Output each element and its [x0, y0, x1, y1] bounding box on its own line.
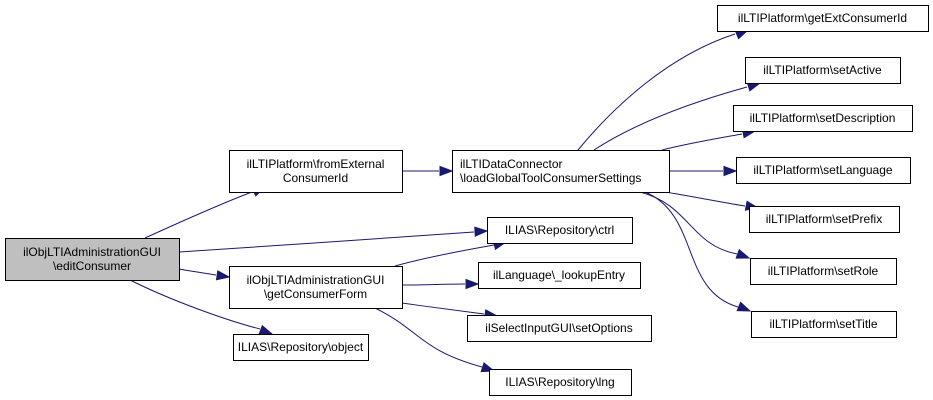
- root-node-box[interactable]: [5, 238, 180, 281]
- edge-line: [394, 244, 495, 267]
- node-box[interactable]: [229, 150, 403, 193]
- node-setTitle[interactable]: ilLTIPlatform\setTitle: [751, 311, 897, 338]
- edge-line: [374, 307, 483, 368]
- node-ctrl[interactable]: ILIAS\Repository\ctrl: [487, 217, 633, 244]
- node-box[interactable]: [487, 217, 633, 244]
- arrowhead-icon: [474, 226, 489, 237]
- edge-line: [644, 191, 739, 308]
- edge-line: [129, 279, 261, 330]
- arrowhead-icon: [439, 165, 454, 177]
- edge-loadGlobalToolConsumerSettings-to-setPrefix: [664, 191, 760, 211]
- edge-line: [664, 191, 746, 207]
- node-getExtConsumerId[interactable]: ilLTIPlatform\getExtConsumerId: [717, 5, 929, 32]
- node-label: ilLTIPlatform\setDescription: [750, 111, 896, 125]
- edge-editConsumer-to-getConsumerForm: [178, 268, 231, 281]
- node-label: ilLTIPlatform\getExtConsumerId: [738, 11, 907, 25]
- node-label: ilLTIPlatform\setLanguage: [753, 163, 893, 177]
- node-label: ilObjLTIAdministrationGUI: [23, 245, 161, 259]
- edge-loadGlobalToolConsumerSettings-to-setLanguage: [668, 165, 738, 177]
- node-getConsumerForm[interactable]: ilObjLTIAdministrationGUI\getConsumerFor…: [229, 266, 403, 309]
- node-lookupEntry[interactable]: ilLanguage\_lookupEntry: [478, 262, 641, 289]
- node-lng[interactable]: ILIAS\Repository\lng: [489, 369, 632, 396]
- node-setDescription[interactable]: ilLTIPlatform\setDescription: [733, 105, 913, 132]
- edge-editConsumer-to-ctrl: [178, 226, 489, 253]
- edge-getConsumerForm-to-lookupEntry: [401, 278, 480, 290]
- node-label: \loadGlobalToolConsumerSettings: [460, 171, 641, 185]
- arrowhead-icon: [465, 278, 480, 290]
- node-object[interactable]: ILIAS\Repository\object: [233, 334, 369, 361]
- node-setLanguage[interactable]: ilLTIPlatform\setLanguage: [736, 157, 911, 184]
- node-label: ilLTIPlatform\setTitle: [769, 317, 877, 331]
- node-box[interactable]: [733, 105, 913, 132]
- node-label: \getConsumerForm: [264, 287, 367, 301]
- node-box[interactable]: [717, 5, 929, 32]
- node-box[interactable]: [452, 150, 670, 193]
- node-box[interactable]: [478, 262, 641, 289]
- node-box[interactable]: [489, 369, 632, 396]
- node-label: ILIAS\Repository\lng: [505, 375, 614, 389]
- node-setPrefix[interactable]: ilLTIPlatform\setPrefix: [749, 206, 900, 233]
- edge-line: [178, 268, 217, 276]
- node-box[interactable]: [233, 334, 369, 361]
- node-label: \editConsumer: [53, 259, 131, 273]
- node-label: ilObjLTIAdministrationGUI: [247, 273, 385, 287]
- node-box[interactable]: [750, 258, 897, 285]
- node-label: ilLTIPlatform\setPrefix: [766, 212, 882, 226]
- nodes-layer: ilObjLTIAdministrationGUI\editConsumeril…: [5, 5, 929, 396]
- node-label: ilLTIDataConnector: [460, 157, 563, 171]
- edge-line: [401, 283, 466, 286]
- node-setRole[interactable]: ilLTIPlatform\setRole: [750, 258, 897, 285]
- edge-line: [639, 191, 738, 255]
- edge-line: [401, 302, 485, 315]
- arrowhead-icon: [736, 301, 752, 312]
- edge-fromExternalConsumerId-to-loadGlobalToolConsumerSettings: [401, 165, 454, 177]
- node-box[interactable]: [745, 57, 901, 84]
- node-editConsumer[interactable]: ilObjLTIAdministrationGUI\editConsumer: [5, 238, 180, 281]
- edge-loadGlobalToolConsumerSettings-to-setTitle: [644, 191, 752, 312]
- arrowhead-icon: [735, 248, 751, 259]
- node-label: ILIAS\Repository\ctrl: [505, 223, 614, 237]
- node-box[interactable]: [751, 311, 897, 338]
- edges-layer: [129, 29, 762, 373]
- node-setOptions[interactable]: ilSelectInputGUI\setOptions: [467, 315, 652, 342]
- edge-line: [577, 33, 736, 151]
- node-box[interactable]: [749, 206, 900, 233]
- node-label: ILIAS\Repository\object: [238, 340, 364, 354]
- edge-line: [178, 231, 475, 253]
- node-setActive[interactable]: ilLTIPlatform\setActive: [745, 57, 901, 84]
- edge-loadGlobalToolConsumerSettings-to-getExtConsumerId: [577, 29, 750, 151]
- arrowhead-icon: [215, 270, 231, 281]
- node-label: ilLTIPlatform\fromExternal: [247, 157, 385, 171]
- edge-loadGlobalToolConsumerSettings-to-setRole: [639, 191, 751, 259]
- node-loadGlobalToolConsumerSettings[interactable]: ilLTIDataConnector\loadGlobalToolConsume…: [452, 150, 670, 193]
- node-box[interactable]: [467, 315, 652, 342]
- node-label: ConsumerId: [283, 171, 348, 185]
- node-box[interactable]: [736, 157, 911, 184]
- node-label: ilLTIPlatform\setRole: [768, 264, 879, 278]
- node-label: ilLTIPlatform\setActive: [763, 63, 882, 77]
- edge-line: [661, 133, 743, 151]
- arrowhead-icon: [723, 165, 738, 177]
- node-box[interactable]: [229, 266, 403, 309]
- edge-line: [593, 86, 748, 151]
- node-label: ilLanguage\_lookupEntry: [493, 268, 625, 282]
- edge-line: [144, 191, 253, 239]
- node-label: ilSelectInputGUI\setOptions: [485, 321, 632, 335]
